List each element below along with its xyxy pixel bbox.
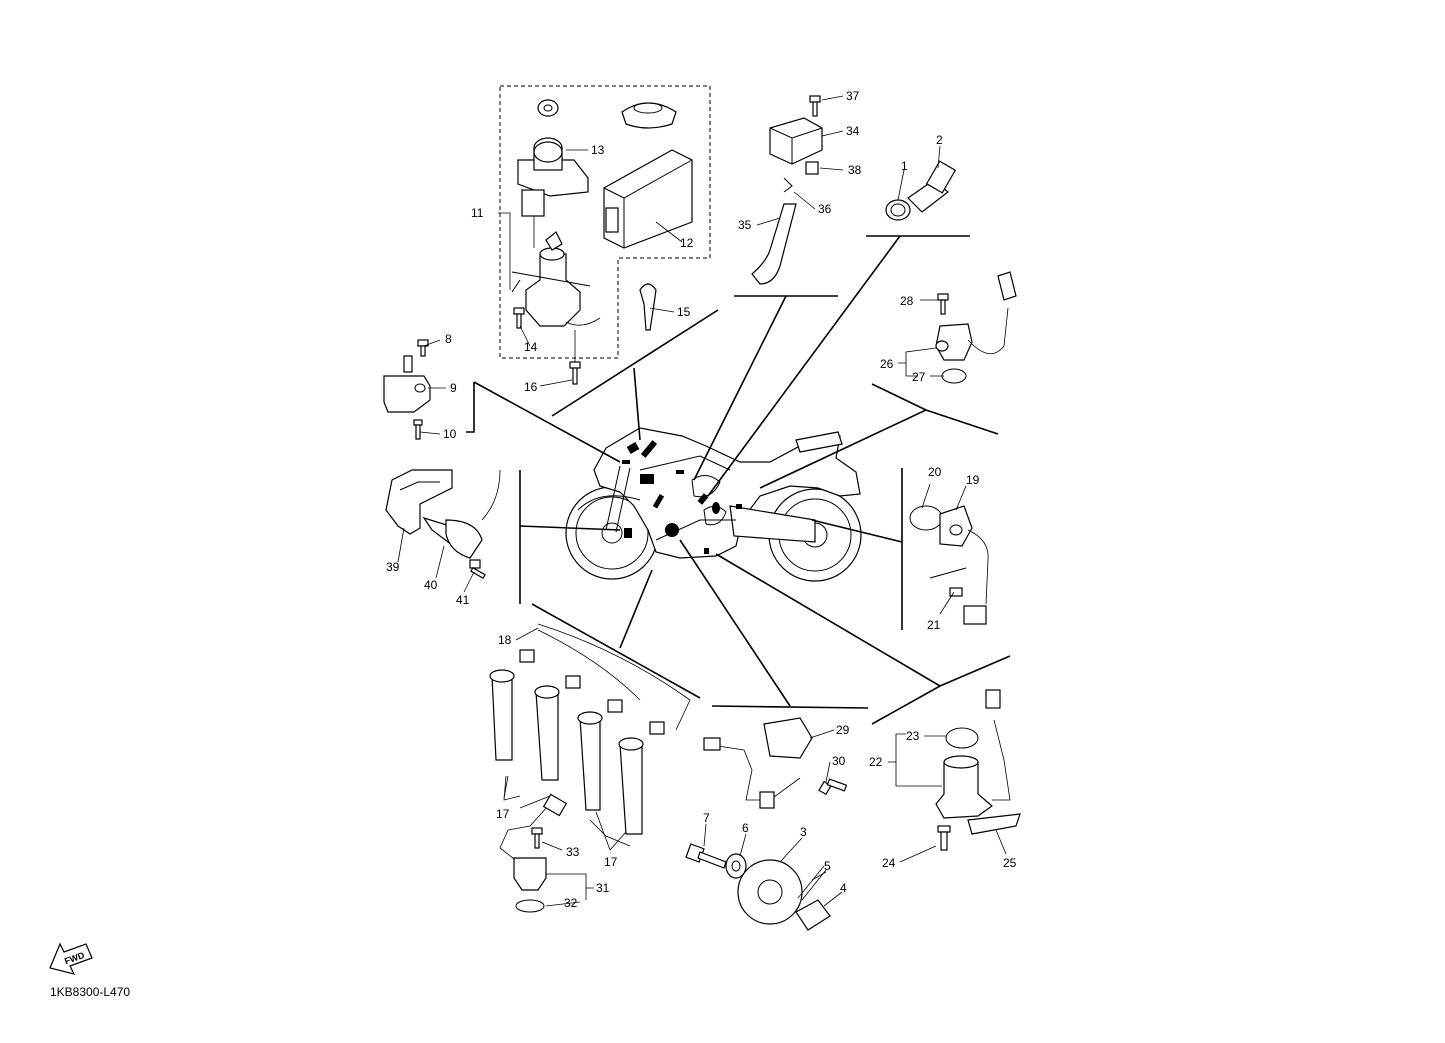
speed-sensor (909, 505, 989, 625)
lean-angle-sensor (385, 469, 501, 580)
label-18: 18 (498, 633, 512, 647)
label-41: 41 (456, 593, 470, 607)
label-35: 35 (738, 218, 752, 232)
label-36: 36 (818, 202, 832, 216)
pickup-rotor-parts (685, 843, 831, 931)
label-37: 37 (846, 89, 860, 103)
intake-pressure-sensor (751, 95, 823, 285)
label-17a: 17 (496, 807, 510, 821)
label-39: 39 (386, 560, 400, 574)
motorcycle-illustration (565, 427, 862, 582)
label-10: 10 (443, 427, 457, 441)
diagram-code: 1KB8300-L470 (50, 985, 130, 999)
label-30: 30 (832, 754, 846, 768)
label-26: 26 (880, 357, 894, 371)
label-11: 11 (471, 206, 484, 220)
label-2: 2 (936, 133, 943, 147)
label-6: 6 (742, 821, 749, 835)
label-12: 12 (680, 236, 694, 250)
label-13: 13 (591, 143, 605, 157)
label-leaders (397, 95, 1007, 907)
label-4: 4 (840, 881, 847, 895)
label-8: 8 (445, 332, 452, 346)
label-34: 34 (846, 124, 860, 138)
ignition-coils (489, 623, 691, 847)
label-14: 14 (524, 340, 538, 354)
temperature-sensor (885, 160, 957, 221)
label-17b: 17 (604, 855, 618, 869)
label-32: 32 (564, 896, 578, 910)
oil-level-switch (499, 793, 568, 913)
part-number-labels: 1 2 3 4 5 6 7 8 9 10 11 12 13 14 15 16 1… (386, 89, 1017, 910)
throttle-sensor (383, 339, 431, 440)
main-switch-assembly (511, 99, 693, 385)
label-9: 9 (450, 381, 457, 395)
label-19: 19 (966, 473, 980, 487)
label-23: 23 (906, 729, 920, 743)
label-15: 15 (677, 305, 691, 319)
label-29: 29 (836, 723, 850, 737)
label-28: 28 (900, 294, 914, 308)
label-24: 24 (882, 856, 896, 870)
label-1: 1 (901, 159, 908, 173)
label-5: 5 (824, 859, 831, 873)
label-33: 33 (566, 845, 580, 859)
label-25: 25 (1003, 856, 1017, 870)
crank-sensor (935, 689, 1021, 851)
label-21: 21 (927, 618, 941, 632)
label-16: 16 (524, 380, 538, 394)
cam-position-sensor (935, 271, 1017, 384)
label-40: 40 (424, 578, 438, 592)
fwd-arrow-icon: FWD (49, 942, 93, 975)
label-27: 27 (912, 370, 926, 384)
callout-lines (466, 85, 1011, 725)
label-38: 38 (848, 163, 862, 177)
label-22: 22 (869, 755, 883, 769)
label-31: 31 (596, 881, 610, 895)
neutral-switch (703, 717, 848, 809)
label-3: 3 (800, 825, 807, 839)
label-7: 7 (703, 811, 710, 825)
label-20: 20 (928, 465, 942, 479)
